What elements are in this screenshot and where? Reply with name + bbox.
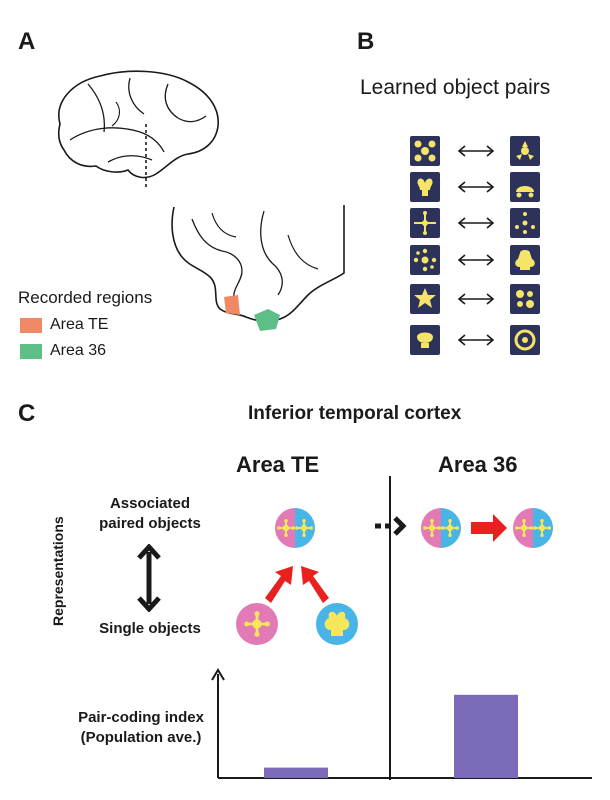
associated-objects-label: Associated paired objects	[80, 494, 220, 534]
legend-title: Recorded regions	[18, 288, 153, 307]
object-tile-right	[510, 245, 540, 275]
associated-label-line-1: Associated	[109, 495, 191, 512]
bidirectional-arrow-icon	[454, 208, 498, 238]
area-36-swatch	[20, 343, 42, 359]
object-tile-right	[510, 325, 540, 355]
red-arrow-horizontal	[471, 514, 507, 542]
red-arrow-right	[301, 566, 329, 603]
object-tile-right	[510, 136, 540, 166]
pair-coding-label-line-1: Pair-coding index	[78, 709, 204, 726]
associated-label-line-2: paired objects	[99, 515, 201, 532]
single-object-pink	[236, 603, 278, 645]
pair-coding-bar-area-36	[454, 694, 518, 778]
paired-object-36-left	[421, 508, 461, 548]
representations-axis-label: Representations	[50, 516, 66, 626]
area-36-heading: Area 36	[438, 452, 518, 477]
legend-label-area-36: Area 36	[50, 342, 107, 359]
pair-coding-index-label: Pair-coding index (Population ave.)	[48, 708, 234, 748]
panel-a-label: A	[18, 28, 36, 55]
object-pair-row	[410, 136, 542, 166]
object-tile-right	[510, 284, 540, 314]
bidirectional-arrow-icon	[454, 245, 498, 275]
area-divider	[389, 476, 391, 780]
single-objects-label: Single objects	[99, 620, 201, 637]
object-tile-left	[410, 172, 440, 202]
pair-coding-bar-chart	[211, 668, 592, 779]
panel-b-label: B	[357, 28, 375, 55]
paired-object-te	[275, 508, 315, 548]
representation-diagram	[236, 508, 553, 645]
red-arrow-left	[265, 566, 293, 603]
object-tile-left	[410, 245, 440, 275]
pair-coding-label-line-2: (Population ave.)	[80, 729, 202, 746]
bidirectional-arrow-icon	[454, 325, 498, 355]
inferior-temporal-cortex-title: Inferior temporal cortex	[248, 403, 462, 424]
object-tile-left	[410, 136, 440, 166]
brain-coronal-section	[171, 205, 345, 331]
object-pair-row	[410, 325, 542, 355]
panel-c-label: C	[18, 400, 36, 427]
legend-label-area-te: Area TE	[50, 316, 109, 333]
double-arrow-icon	[137, 544, 161, 612]
legend-item-area-36: Area 36	[20, 342, 106, 360]
paired-object-36-right	[513, 508, 553, 548]
brain-lateral-illustration	[58, 70, 219, 190]
learned-pairs-title: Learned object pairs	[360, 76, 551, 99]
object-pair-row	[410, 172, 542, 202]
area-te-heading: Area TE	[236, 452, 320, 477]
object-tile-left	[410, 284, 440, 314]
legend-item-area-te: Area TE	[20, 316, 108, 334]
object-tile-left	[410, 208, 440, 238]
object-tile-right	[510, 172, 540, 202]
pair-coding-bar-area-te	[264, 767, 328, 778]
dashed-arrow	[375, 516, 407, 536]
y-axis-arrowhead	[211, 668, 225, 681]
bidirectional-arrow-icon	[454, 136, 498, 166]
object-tile-right	[510, 208, 540, 238]
object-pair-row	[410, 284, 542, 314]
area-te-swatch	[20, 317, 42, 333]
bidirectional-arrow-icon	[454, 172, 498, 202]
bidirectional-arrow-icon	[454, 284, 498, 314]
object-pair-row	[410, 245, 542, 275]
object-tile-left	[410, 325, 440, 355]
object-pair-row	[410, 208, 542, 238]
single-object-blue	[316, 603, 358, 645]
